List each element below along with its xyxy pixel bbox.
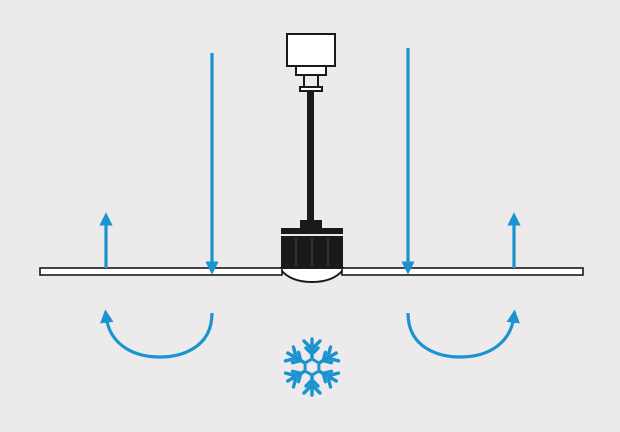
circulation-arrow-left [100, 309, 214, 359]
fan-blade-right [341, 267, 584, 276]
fan-motor-icon [280, 220, 344, 284]
fan-blade-left [39, 267, 283, 276]
ceiling-mount-icon [286, 33, 336, 76]
downrod [299, 75, 323, 221]
snowflake-icon [282, 337, 342, 397]
circulation-arrow-right [406, 309, 520, 359]
